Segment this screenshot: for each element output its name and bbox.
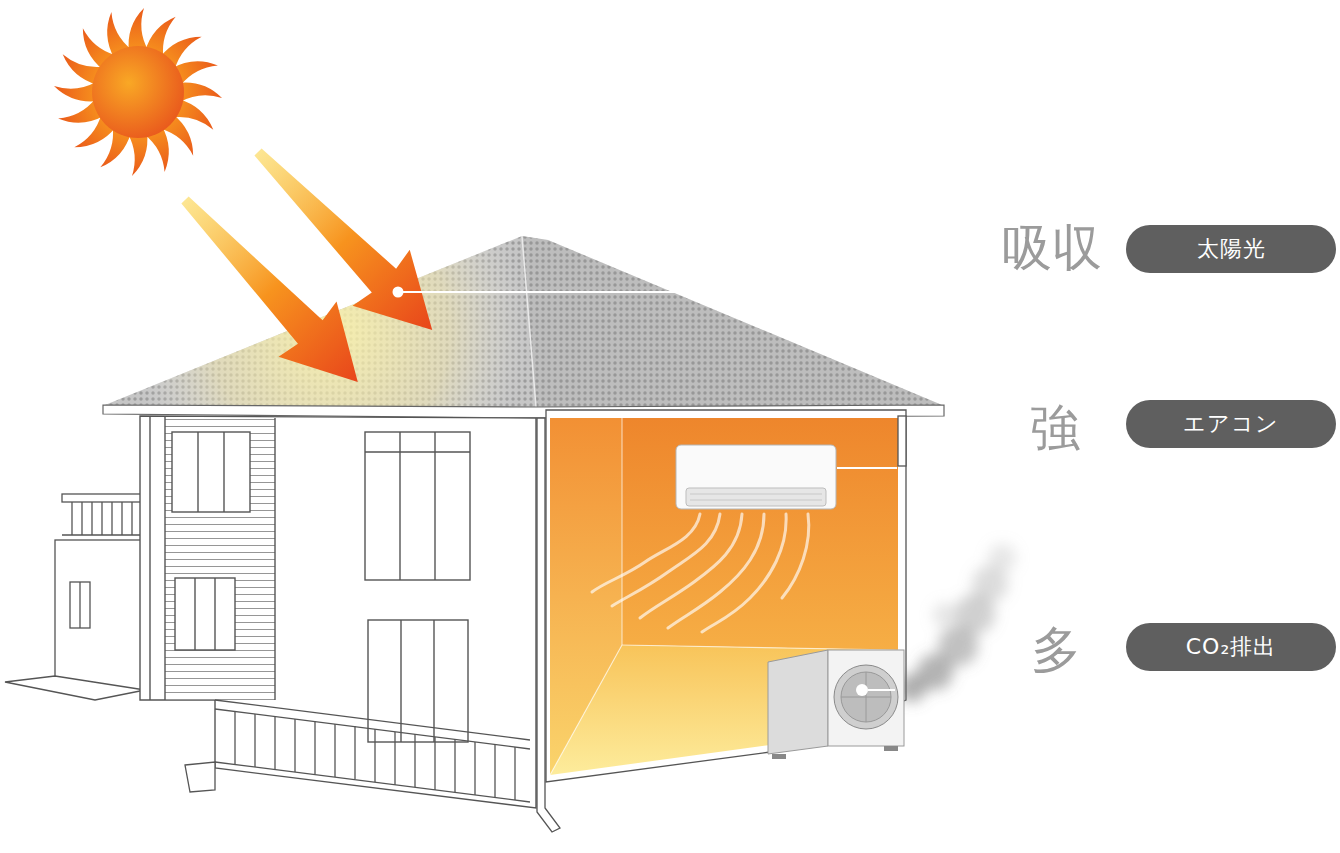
row-heading: 強 xyxy=(1030,401,1080,456)
pill-tag: エアコン xyxy=(1126,400,1336,448)
tag-text: 太陽光 xyxy=(1197,236,1266,262)
deck-railing xyxy=(185,700,530,802)
leader-dot xyxy=(393,287,404,298)
tag-text: エアコン xyxy=(1183,411,1279,437)
pill-tag: CO₂排出 xyxy=(1126,623,1336,671)
roof xyxy=(103,236,944,418)
row-heading: 多 xyxy=(1031,623,1081,678)
annex xyxy=(5,494,145,700)
sun xyxy=(54,8,222,176)
tag-text: CO₂排出 xyxy=(1186,634,1277,660)
leader-line xyxy=(398,291,790,293)
leader-dot xyxy=(856,684,868,696)
outdoor-unit xyxy=(768,650,904,759)
leader-line xyxy=(868,689,895,691)
downpipe xyxy=(537,416,906,832)
pill-tag: 太陽光 xyxy=(1126,225,1336,273)
facade xyxy=(140,416,536,808)
row-heading: 吸収 xyxy=(1002,221,1102,276)
room-cutaway xyxy=(546,410,906,782)
leader-line xyxy=(837,467,897,469)
exhaust-smoke xyxy=(898,544,1016,702)
sunlight-arrows xyxy=(156,124,461,410)
indoor-air-conditioner xyxy=(592,445,836,632)
